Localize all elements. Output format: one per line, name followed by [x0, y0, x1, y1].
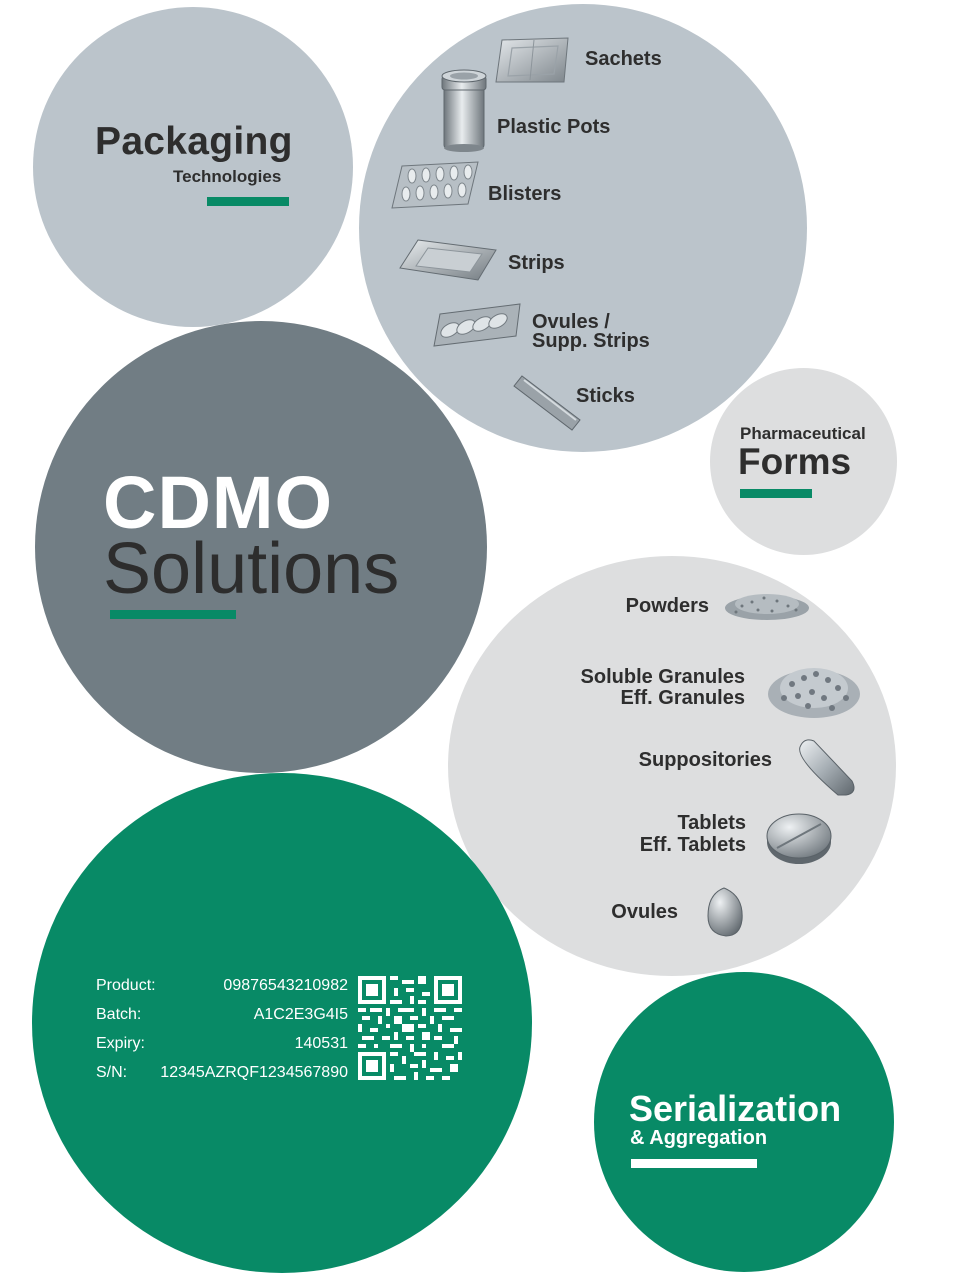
serial-number-row: S/N: 12345AZRQF1234567890: [96, 1064, 348, 1088]
granules-icon: [768, 668, 860, 718]
forms-circle: [710, 368, 897, 555]
suppository-icon: [799, 739, 855, 796]
blister-icon: [391, 161, 479, 209]
serialization-subtitle: & Aggregation: [630, 1127, 768, 1149]
packaging-item-sachets: Sachets: [585, 48, 662, 70]
forms-underline: [740, 489, 812, 498]
plastic-pot-icon: [441, 69, 487, 152]
batch-row: Batch: A1C2E3G4I5: [96, 1006, 348, 1030]
forms-item-powders: Powders: [625, 595, 709, 617]
sachet-icon: [495, 37, 569, 83]
product-value: 09876543210982: [223, 977, 348, 994]
forms-item-ovules: Ovules: [611, 901, 678, 923]
tablet-icon: [766, 813, 832, 864]
cdmo-underline: [110, 610, 236, 619]
forms-item-tablets: Tablets: [677, 812, 746, 834]
serialization-title: Serialization: [629, 1088, 842, 1129]
expiry-row: Expiry: 140531: [96, 1035, 348, 1059]
packaging-item-supp-strips: Supp. Strips: [532, 330, 650, 352]
stick-icon: [513, 375, 581, 431]
qr-code-icon: [358, 976, 462, 1080]
packaging-item-sticks: Sticks: [576, 385, 635, 407]
strip-icon: [399, 239, 497, 281]
expiry-label: Expiry:: [96, 1035, 145, 1052]
forms-subtitle: Pharmaceutical: [740, 424, 866, 443]
expiry-value: 140531: [294, 1035, 348, 1052]
powder-icon: [725, 594, 809, 620]
forms-item-eff-granules: Eff. Granules: [620, 687, 745, 709]
product-label: Product:: [96, 977, 156, 994]
serialization-circle: [594, 972, 894, 1272]
cdmo-subtitle: Solutions: [103, 529, 400, 609]
packaging-item-blisters: Blisters: [488, 183, 562, 205]
packaging-title: Packaging: [95, 120, 293, 163]
cdmo-circle: [35, 321, 487, 773]
cdmo-title: CDMO: [103, 461, 334, 544]
ovule-icon: [707, 887, 743, 937]
product-row: Product: 09876543210982: [96, 977, 348, 1001]
serialization-underline: [631, 1159, 757, 1168]
forms-item-eff-tablets: Eff. Tablets: [639, 834, 746, 856]
packaging-item-strips: Strips: [508, 252, 565, 274]
packaging-subtitle: Technologies: [173, 167, 282, 186]
packaging-item-ovules: Ovules /: [532, 311, 610, 333]
packaging-items-circle: [359, 4, 807, 452]
batch-value: A1C2E3G4I5: [253, 1006, 348, 1023]
product-code-circle: [32, 773, 532, 1273]
packaging-underline: [207, 197, 289, 206]
packaging-item-plastic-pots: Plastic Pots: [497, 116, 611, 138]
serial-number-label: S/N:: [96, 1064, 128, 1081]
serial-number-value: 12345AZRQF1234567890: [160, 1064, 348, 1081]
ovule-strip-icon: [433, 303, 521, 347]
forms-item-soluble-granules: Soluble Granules: [580, 666, 745, 688]
forms-item-suppositories: Suppositories: [638, 749, 772, 771]
batch-label: Batch:: [96, 1006, 142, 1023]
forms-title: Forms: [738, 441, 852, 482]
packaging-circle: [33, 7, 353, 327]
